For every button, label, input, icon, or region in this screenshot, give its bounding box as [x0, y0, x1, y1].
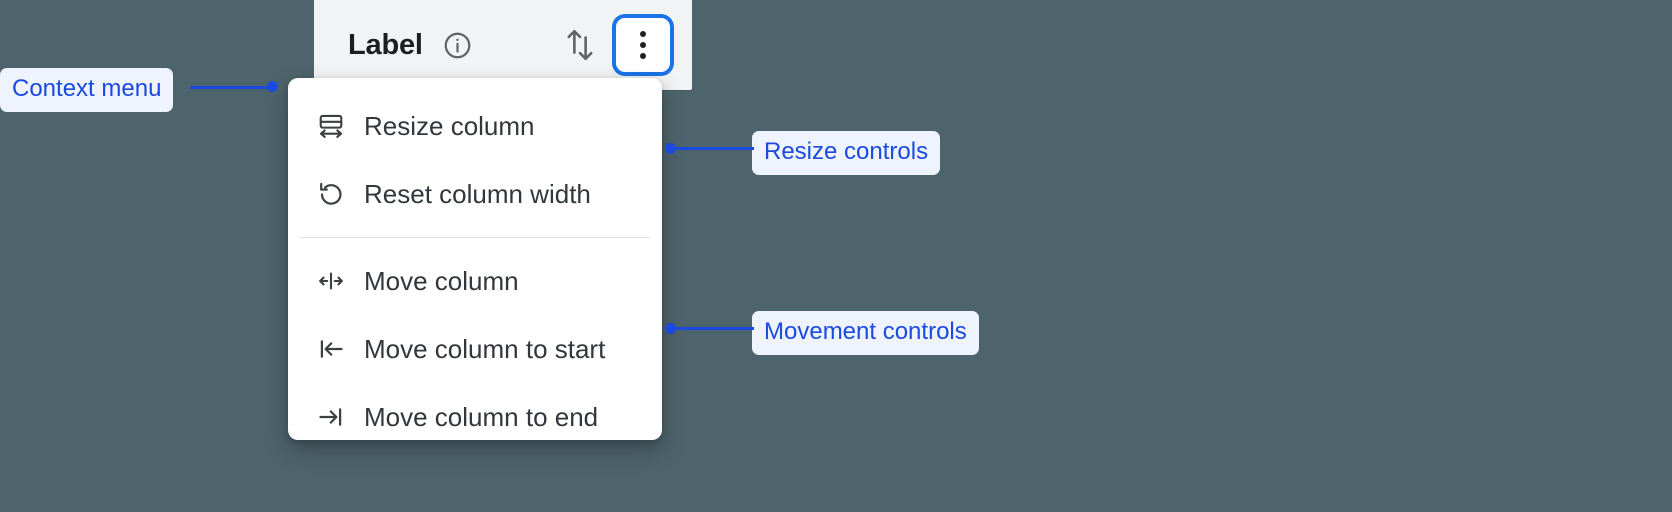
annotation-leader-line-context-menu — [190, 86, 272, 89]
column-context-menu: Resize column Reset column width Move co… — [288, 78, 662, 440]
annotation-leader-line-resize-controls — [668, 147, 754, 150]
menu-item-move-column-to-start[interactable]: Move column to start — [288, 315, 662, 383]
resize-column-icon — [316, 111, 346, 141]
menu-item-resize-column[interactable]: Resize column — [288, 92, 662, 160]
annotation-dot-resize-controls — [665, 143, 676, 154]
more-vert-icon-dot3 — [640, 53, 646, 59]
more-vert-icon-dot2 — [640, 42, 646, 48]
reset-width-icon — [316, 179, 346, 209]
menu-item-move-column-to-end[interactable]: Move column to end — [288, 383, 662, 440]
annotation-label-resize-controls: Resize controls — [752, 131, 941, 175]
more-options-button[interactable] — [616, 18, 670, 72]
info-circle-icon[interactable] — [442, 30, 473, 61]
annotation-dot-movement-controls — [665, 323, 676, 334]
menu-item-label: Move column — [364, 266, 519, 296]
more-vert-icon — [640, 31, 646, 37]
annotation-label-context-menu: Context menu — [0, 68, 174, 112]
move-to-end-icon — [316, 402, 346, 432]
sort-up-down-icon[interactable] — [562, 25, 598, 65]
move-to-start-icon — [316, 334, 346, 364]
column-header-card: Label — [314, 0, 692, 90]
column-header-title: Label — [348, 28, 423, 61]
menu-item-reset-column-width[interactable]: Reset column width — [288, 160, 662, 228]
menu-divider — [300, 237, 650, 238]
annotation-leader-line-movement-controls — [668, 327, 754, 330]
menu-item-label: Move column to end — [364, 402, 599, 432]
move-column-icon — [316, 266, 346, 296]
menu-item-move-column[interactable]: Move column — [288, 247, 662, 315]
annotation-label-movement-controls: Movement controls — [752, 311, 979, 355]
menu-item-label: Move column to start — [364, 334, 606, 364]
menu-item-label: Resize column — [364, 111, 535, 141]
menu-item-label: Reset column width — [364, 179, 591, 209]
annotation-dot-context-menu — [267, 81, 278, 92]
